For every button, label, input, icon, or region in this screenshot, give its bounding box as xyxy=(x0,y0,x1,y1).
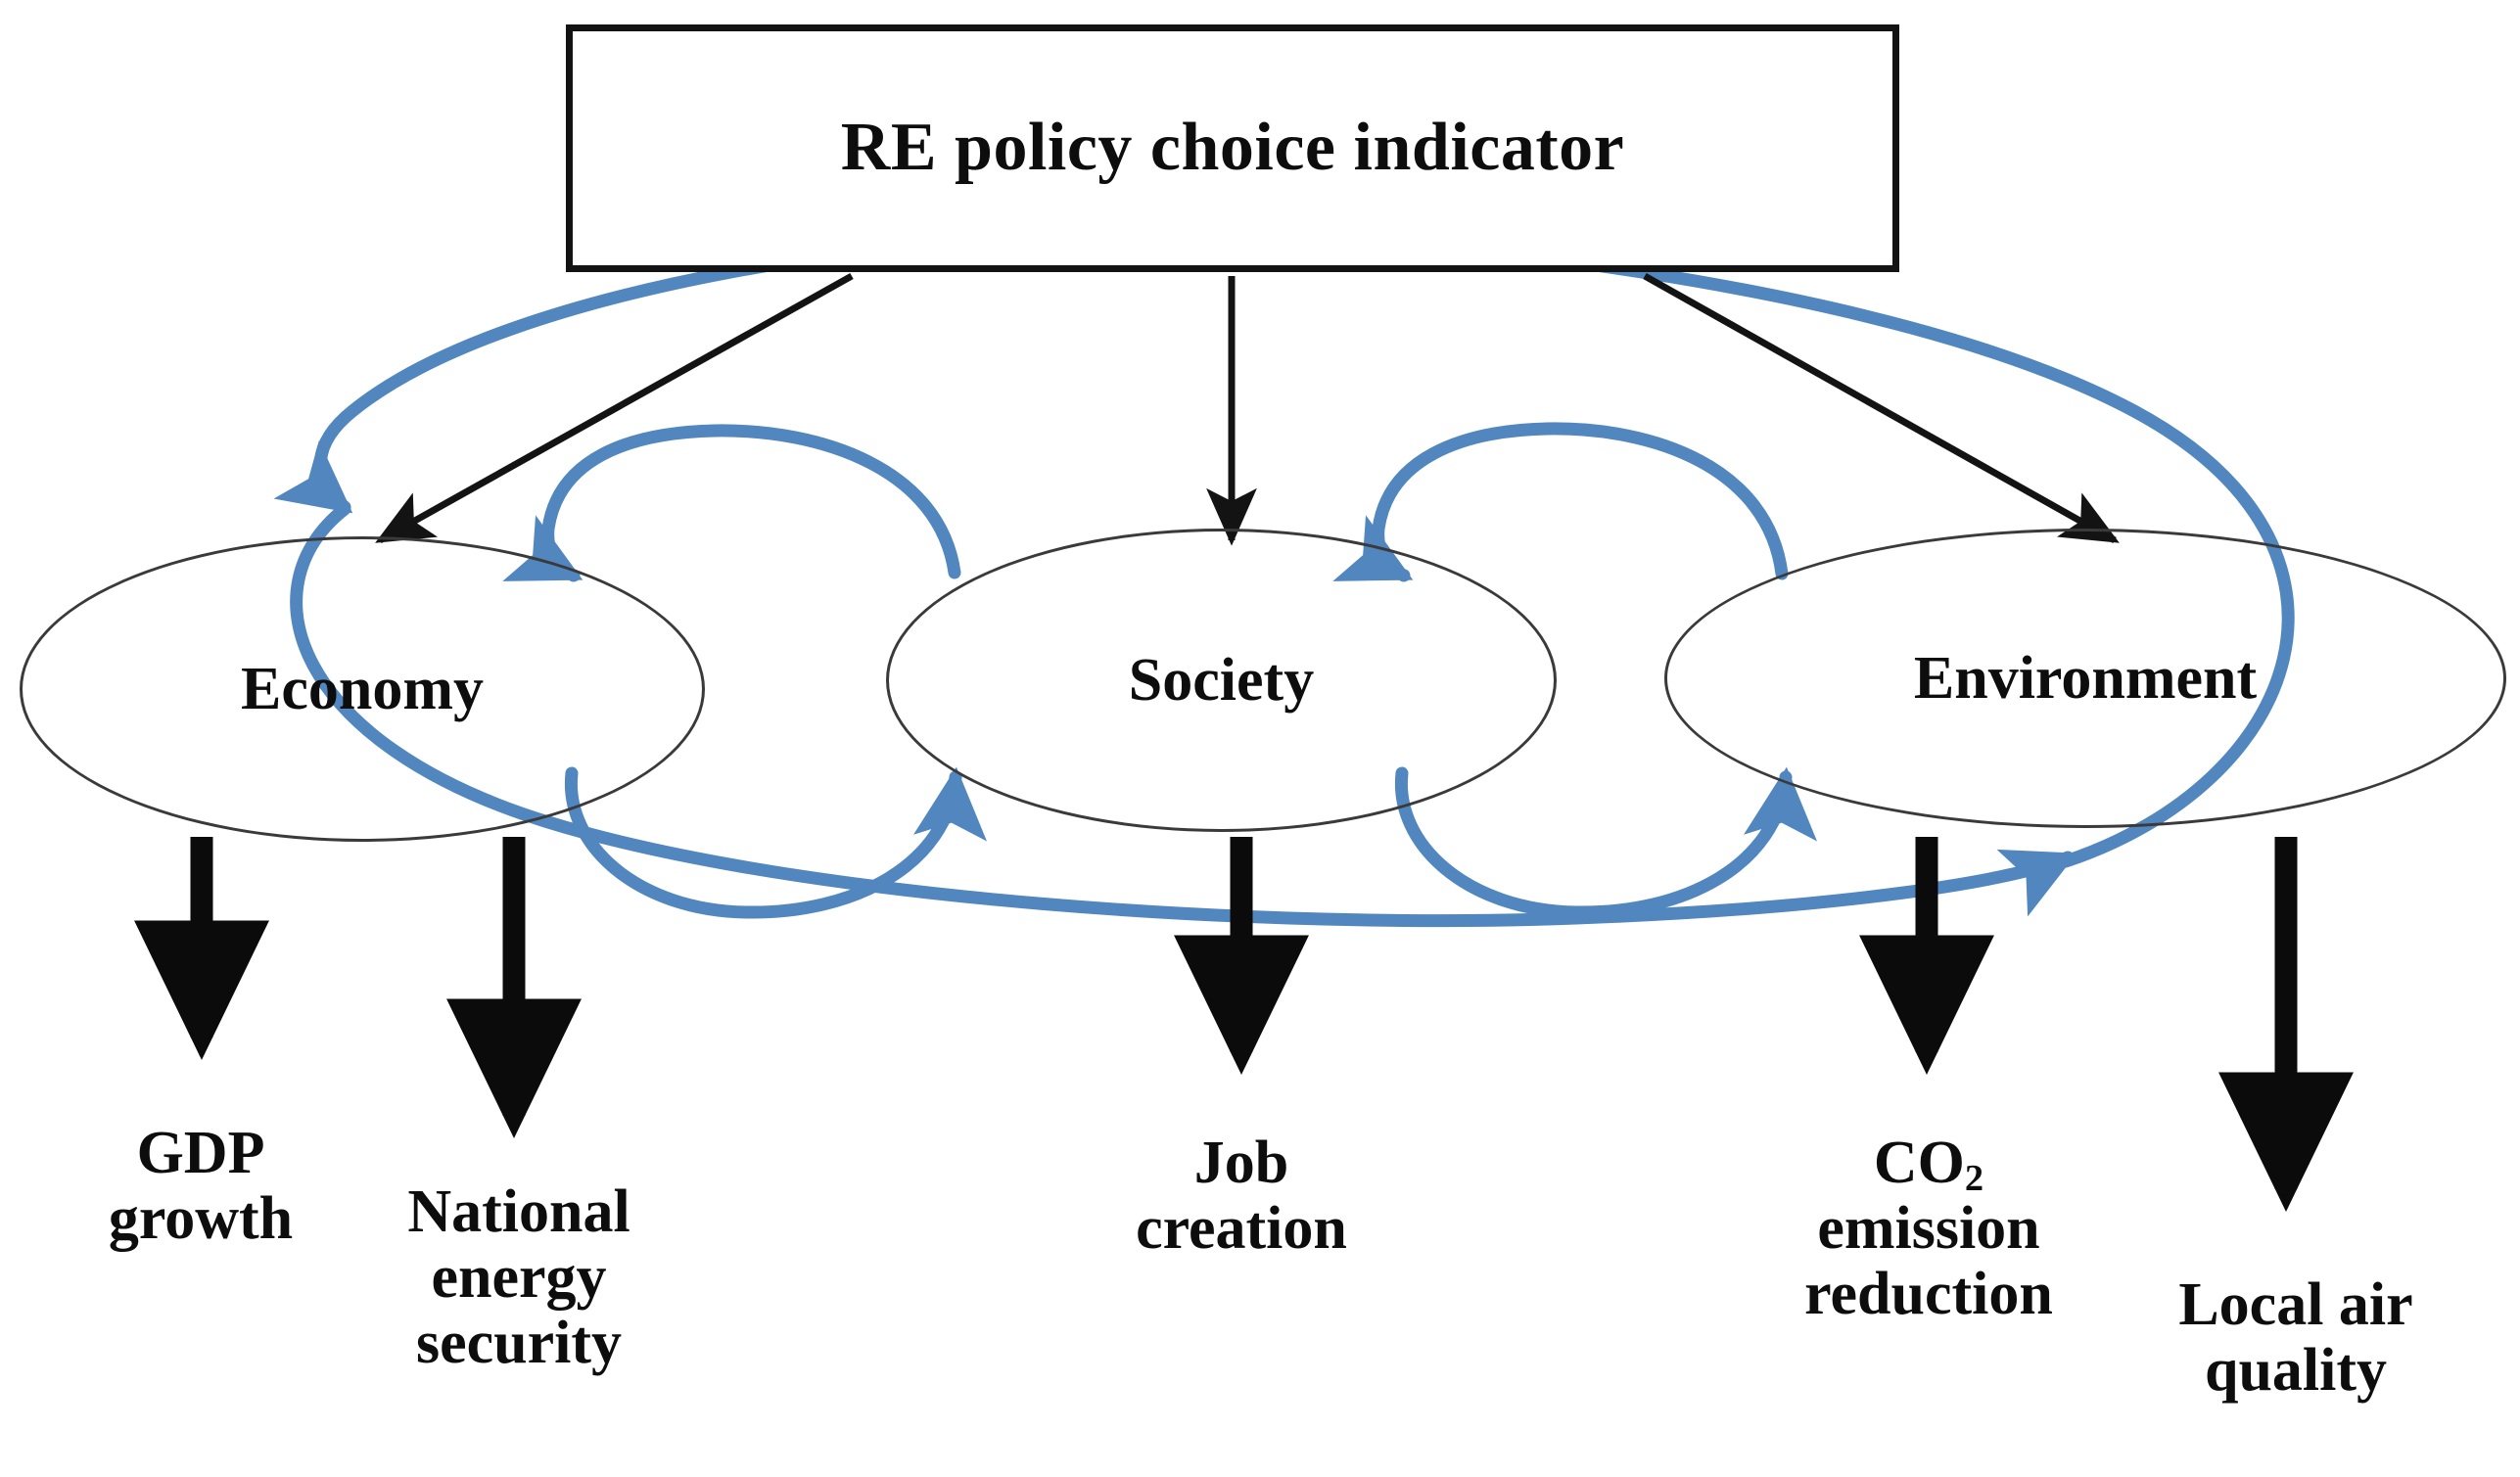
arrows-policy-to-pillars xyxy=(375,272,2120,546)
outcome-label-job-creation: Job creation xyxy=(1136,1130,1347,1262)
outcome-label-national-energy-security: National energy security xyxy=(407,1178,630,1376)
arrow-policy-to-economy xyxy=(375,272,854,544)
outcome-label-gdp-growth: GDP growth xyxy=(108,1120,294,1252)
outcome-label-co2-emission-reduction: CO2 emission reduction xyxy=(1752,1131,2105,1327)
loop-society-environment xyxy=(1332,422,1817,919)
loop-economy-society xyxy=(502,424,987,919)
co2-suffix: emission reduction xyxy=(1804,1194,2053,1327)
pillar-label-economy: Economy xyxy=(241,655,484,722)
co2-subscript: 2 xyxy=(1964,1157,1984,1199)
pillar-ellipse-economy[interactable]: Economy xyxy=(20,536,705,842)
pillar-ellipse-society[interactable]: Society xyxy=(886,529,1557,832)
outcome-label-local-air-quality: Local air quality xyxy=(2178,1271,2413,1404)
pillar-label-environment: Environment xyxy=(1913,644,2258,712)
arrow-policy-to-environment xyxy=(1643,272,2120,544)
co2-prefix: CO xyxy=(1873,1130,1965,1196)
pillar-ellipse-environment[interactable]: Environment xyxy=(1664,529,2506,828)
arrows-pillars-to-outcomes xyxy=(134,837,2354,1213)
policy-indicator-title: RE policy choice indicator xyxy=(840,110,1625,186)
policy-indicator-box[interactable]: RE policy choice indicator xyxy=(566,24,1899,272)
pillar-label-society: Society xyxy=(1128,646,1315,714)
